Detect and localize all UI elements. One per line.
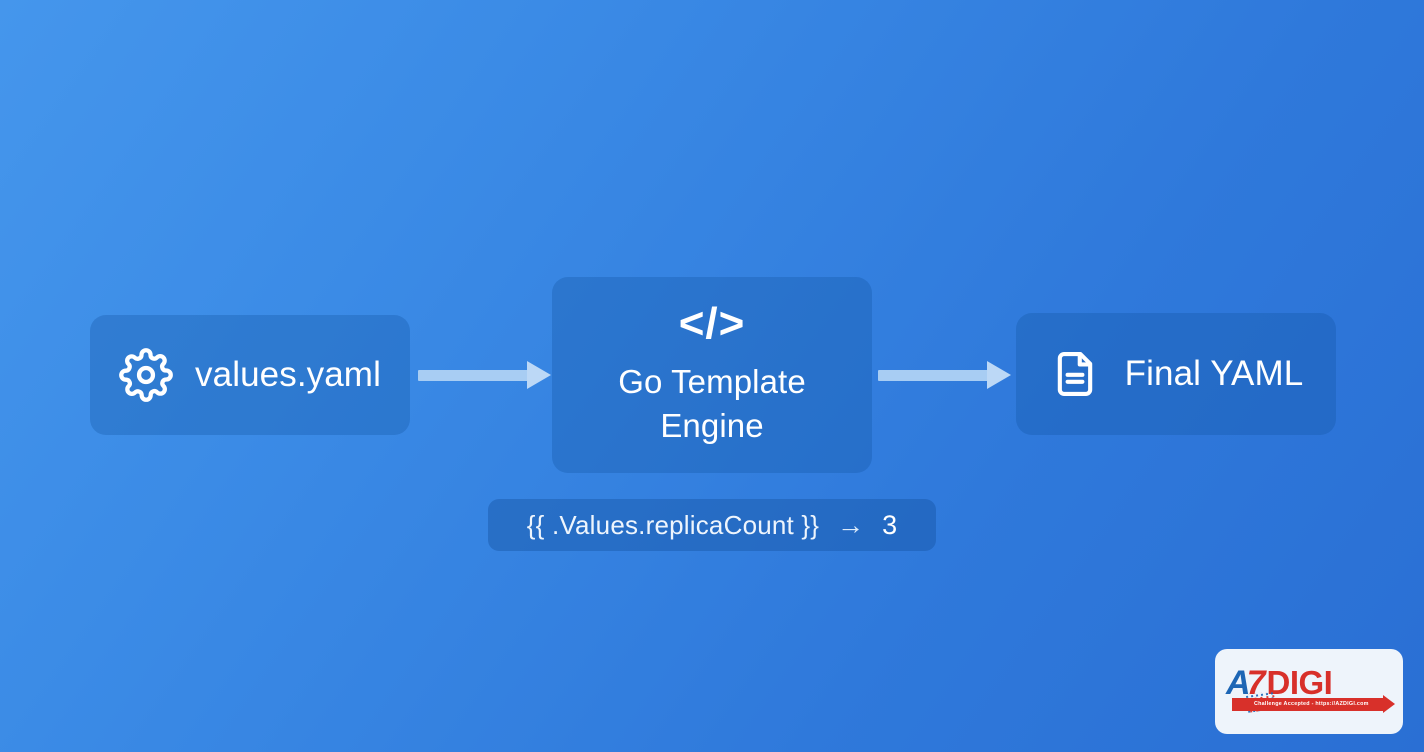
- arrow-shaft: [878, 369, 988, 381]
- right-arrow-icon: →: [837, 509, 865, 540]
- document-icon: [1049, 348, 1101, 400]
- logo-wordmark: A 7 DIGI: [1226, 666, 1392, 700]
- code-brackets-icon: </>: [678, 298, 746, 348]
- template-expression-text: {{ .Values.replicaCount }}: [526, 509, 820, 540]
- node-label-values-yaml: values.yaml: [195, 355, 381, 394]
- node-final-yaml[interactable]: Final YAML: [1016, 313, 1336, 435]
- logo-tagline-text: Challenge Accepted - https://AZDIGI.com: [1254, 701, 1369, 707]
- arrow-engine-to-output: [878, 361, 1011, 389]
- gear-icon: [119, 348, 173, 402]
- arrow-source-to-engine: [418, 361, 551, 389]
- node-label-go-template-engine: Go Template Engine: [618, 362, 806, 444]
- template-expression-result: 3: [882, 509, 898, 540]
- arrow-shaft: [418, 369, 528, 381]
- node-values-yaml[interactable]: values.yaml: [90, 315, 410, 435]
- node-label-final-yaml: Final YAML: [1124, 354, 1304, 393]
- logo-word-digi: DIGI: [1266, 664, 1333, 701]
- logo-tagline-bar: Challenge Accepted - https://AZDIGI.com: [1232, 697, 1384, 711]
- logo-inner: A 7 DIGI Challenge Accepted - https://AZ…: [1226, 664, 1392, 720]
- arrow-head-icon: [987, 361, 1011, 389]
- template-expression-pill[interactable]: {{ .Values.replicaCount }} → 3: [488, 499, 936, 551]
- azdigi-watermark-logo: A 7 DIGI Challenge Accepted - https://AZ…: [1215, 649, 1403, 734]
- logo-letter-seven: 7: [1246, 663, 1266, 702]
- node-go-template-engine[interactable]: </> Go Template Engine: [552, 277, 872, 473]
- arrow-head-icon: [527, 361, 551, 389]
